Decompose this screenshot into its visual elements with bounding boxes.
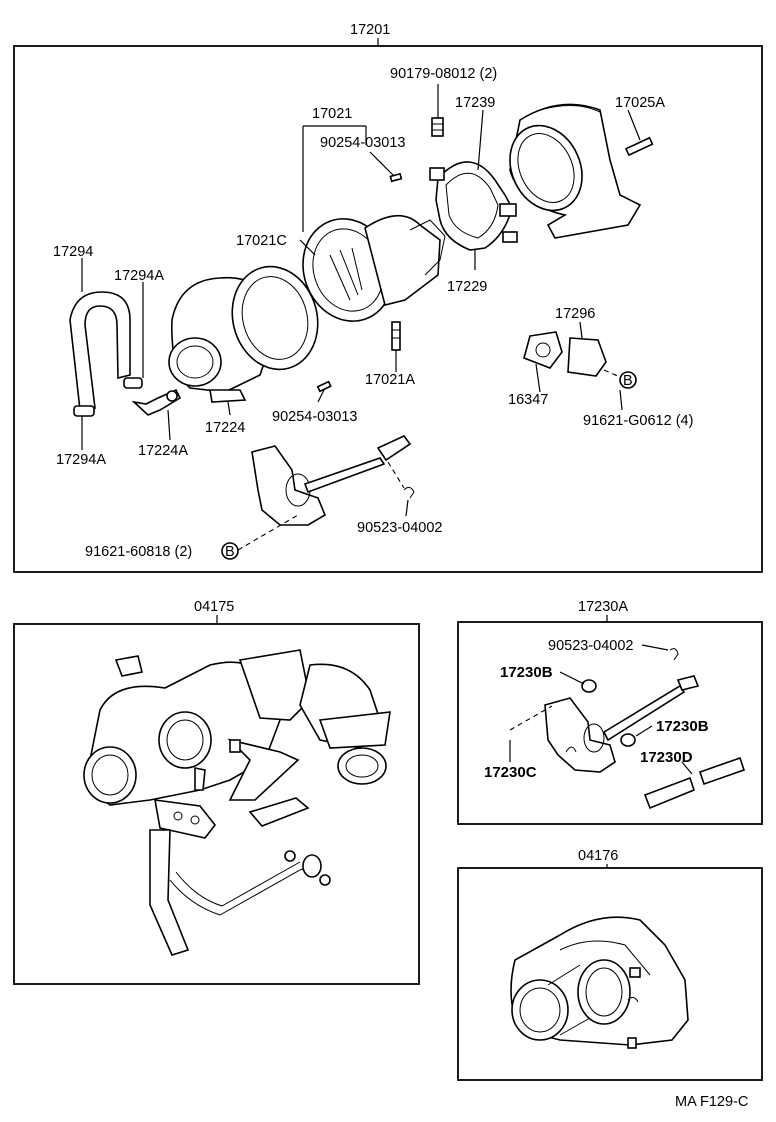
label-17230D: 17230D <box>640 749 693 766</box>
clip-90523-sub <box>669 648 679 661</box>
label-17021A: 17021A <box>365 372 415 388</box>
turbine-housing-assembly-04176 <box>510 916 689 1049</box>
ref-marker-b-1: B <box>619 371 637 389</box>
svg-text:B: B <box>225 544 235 560</box>
center-housing-rotating-assembly <box>302 214 446 322</box>
gasket-17224 <box>209 389 247 403</box>
label-17224: 17224 <box>205 420 245 436</box>
nut-90179 <box>431 117 444 137</box>
wastegate-actuator-17230A <box>544 675 700 773</box>
pin-90254-bottom <box>316 380 332 393</box>
group-number-04175: 04175 <box>194 599 234 615</box>
label-17021C: 17021C <box>236 233 287 249</box>
label-90254-03013-bottom: 90254-03013 <box>272 409 357 425</box>
turbine-housing <box>509 103 642 239</box>
svg-text:B: B <box>623 373 633 389</box>
label-90523-04002-sub: 90523-04002 <box>548 638 633 654</box>
assembly-box-04176 <box>457 867 763 1081</box>
label-17239: 17239 <box>455 95 495 111</box>
label-17294A-top: 17294A <box>114 268 164 284</box>
clip-90523 <box>403 486 415 499</box>
label-17230C: 17230C <box>484 764 537 781</box>
label-17229: 17229 <box>447 279 487 295</box>
pin-90254-top <box>389 172 403 183</box>
label-91621-G0612: 91621-G0612 (4) <box>583 413 693 429</box>
wastegate-actuator <box>251 435 412 526</box>
leader-lines-17230A <box>509 644 693 775</box>
hose-17230D <box>643 756 746 810</box>
nut-17230B-a <box>581 679 597 693</box>
label-17296: 17296 <box>555 306 595 322</box>
stud-bolt <box>624 136 654 157</box>
label-17230B-b: 17230B <box>656 718 709 735</box>
clamp-17294A-bottom <box>73 405 95 417</box>
group-number-17230A: 17230A <box>578 599 628 615</box>
oil-union-17224A <box>131 388 182 416</box>
figure-code: MA F129-C <box>675 1094 748 1110</box>
cover-plate-17296 <box>567 337 607 377</box>
gasket-16347 <box>523 331 563 369</box>
clamp-17294A-top <box>123 377 143 389</box>
ref-marker-b-2: B <box>221 542 239 560</box>
group-number-17201: 17201 <box>350 22 390 38</box>
label-90179-08012: 90179-08012 (2) <box>390 66 497 82</box>
leader-lines-main <box>81 84 641 551</box>
label-90523-04002-main: 90523-04002 <box>357 520 442 536</box>
assembly-box-17230A <box>457 621 763 825</box>
back-plate <box>231 265 319 371</box>
label-17025A: 17025A <box>615 95 665 111</box>
label-17021: 17021 <box>312 106 352 122</box>
stud-17021A <box>391 321 401 351</box>
label-17294A-bottom: 17294A <box>56 452 106 468</box>
group-number-04176: 04176 <box>578 848 618 864</box>
v-band-clamp <box>429 161 518 251</box>
main-assembly-box <box>13 45 763 573</box>
label-90254-03013-top: 90254-03013 <box>320 135 405 151</box>
nut-17230B-b <box>620 733 636 747</box>
assembly-box-04175 <box>13 623 420 985</box>
label-91621-60818: 91621-60818 (2) <box>85 544 192 560</box>
label-17230B-a: 17230B <box>500 664 553 681</box>
label-17224A: 17224A <box>138 443 188 459</box>
label-17294: 17294 <box>53 244 93 260</box>
hose-17294 <box>69 291 131 411</box>
turbo-assembly-04175 <box>83 649 391 956</box>
label-16347: 16347 <box>508 392 548 408</box>
